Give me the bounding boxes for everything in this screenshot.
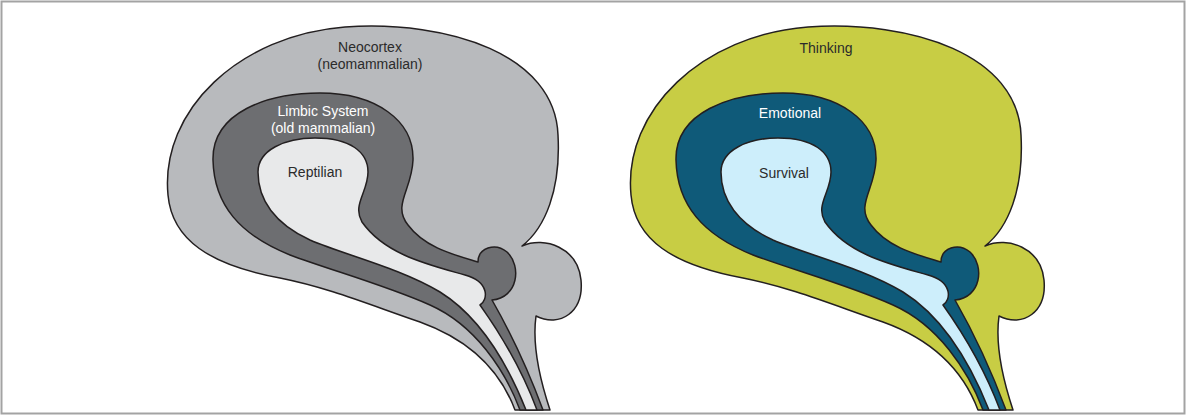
region-label: Neocortex (neomammalian): [314, 39, 426, 73]
emotional-region: EmotionalSurvival: [671, 88, 987, 412]
region-shape: [721, 138, 1000, 410]
region-label: Limbic System (old mammalian): [267, 103, 379, 137]
region-label: Thinking: [770, 40, 882, 57]
reptilian-region: Reptilian: [253, 133, 543, 412]
survival-region: Survival: [716, 133, 1006, 412]
region-shape: [676, 93, 1006, 410]
thinking-region: ThinkingEmotionalSurvival: [621, 18, 1049, 412]
region-label: Survival: [734, 165, 834, 182]
region-shape: [213, 93, 543, 410]
region-shape: [630, 26, 1044, 410]
region-shape: [258, 138, 537, 410]
region-label: Reptilian: [265, 164, 365, 181]
region-shape: [167, 26, 581, 410]
region-label: Emotional: [734, 105, 846, 122]
limbic-region: Limbic System (old mammalian) Reptilian: [208, 88, 524, 412]
neocortex-region: Neocortex (neomammalian) Limbic System (o…: [158, 18, 586, 412]
